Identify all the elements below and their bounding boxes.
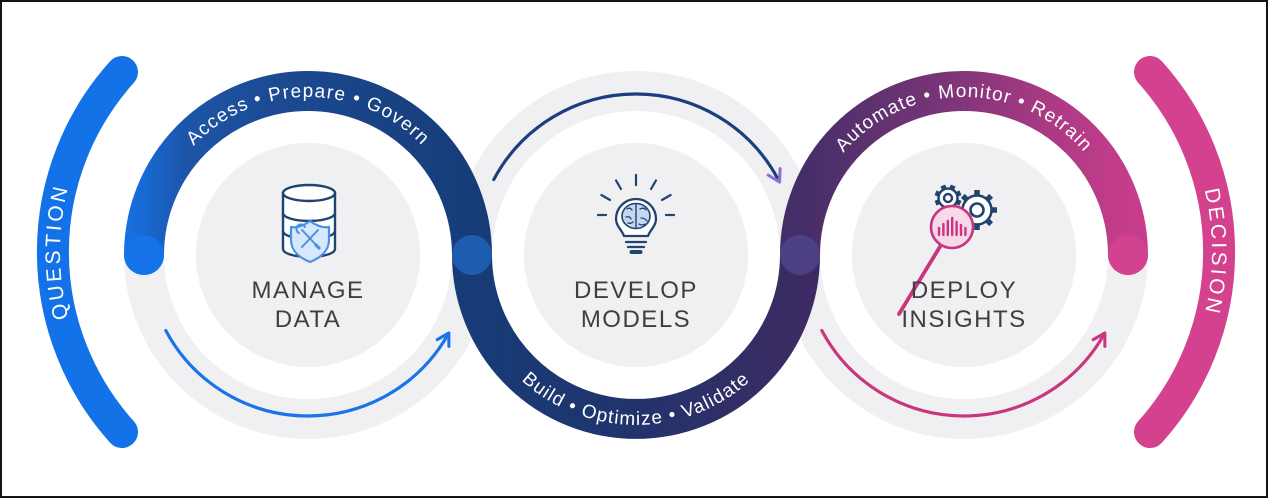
- database-shield-tools-icon: [281, 183, 337, 264]
- manage-data-title-line1: MANAGE: [251, 277, 364, 304]
- ribbon-end-dot: [1108, 235, 1148, 275]
- decision-arc-stroke: [1134, 56, 1236, 448]
- gears-magnifier-chart-icon: [897, 184, 997, 316]
- bulb-rays: [596, 173, 676, 217]
- develop-models-cycle-arrow: [492, 92, 782, 184]
- shield-tools: [289, 219, 331, 264]
- ribbon-start-dot: [124, 235, 164, 275]
- decision-arc: DECISION: [1134, 56, 1236, 448]
- small-gear: [934, 184, 962, 212]
- junction-dot-2: [780, 235, 820, 275]
- lightbulb-brain-icon: [596, 173, 676, 254]
- question-arc: QUESTION: [36, 56, 138, 448]
- magnifier-bar-chart: [897, 204, 975, 316]
- develop-models-disc: [524, 143, 748, 367]
- junction-dot-1: [452, 235, 492, 275]
- deploy-insights-disc: [852, 143, 1076, 367]
- ribbon-develop-models: [452, 235, 820, 439]
- deploy-insights-title-line1: DEPLOY: [911, 277, 1017, 304]
- develop-models-title-line2: MODELS: [581, 306, 691, 333]
- develop-models-title-line1: DEVELOP: [574, 277, 698, 304]
- question-arc-stroke: [36, 56, 138, 448]
- deploy-insights-title-line2: INSIGHTS: [901, 306, 1026, 333]
- deploy-insights-cycle-arrow: [820, 328, 1107, 418]
- bar-chart-bars: [937, 216, 967, 237]
- ribbon-deploy-insights: [780, 71, 1148, 275]
- ribbon-manage-data: [124, 71, 492, 275]
- manage-data-title-line2: DATA: [275, 306, 341, 333]
- manage-data-cycle-arrow: [164, 328, 451, 418]
